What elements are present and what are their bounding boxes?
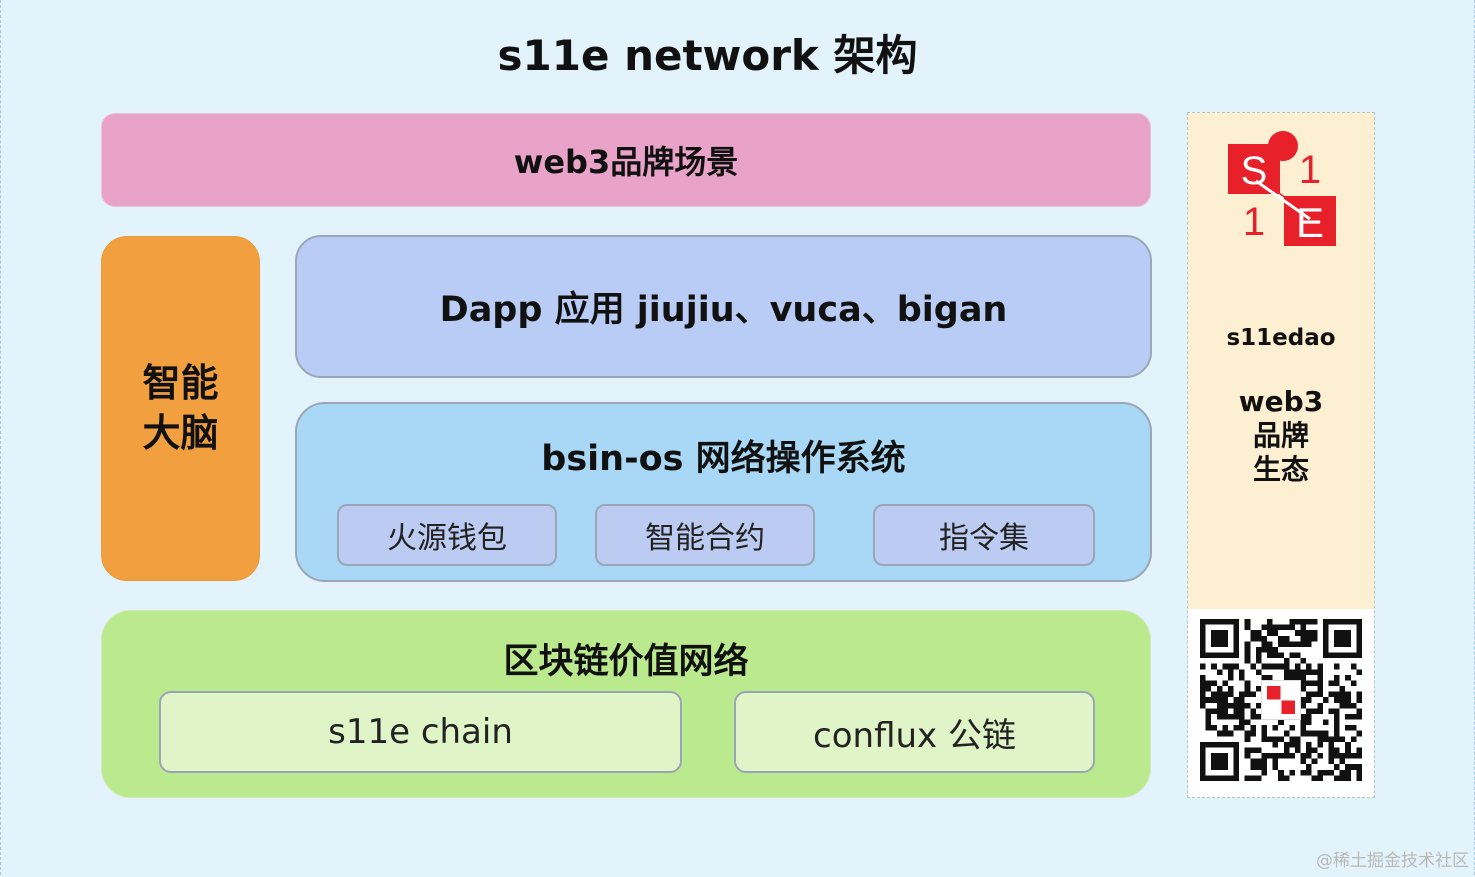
qr-code-icon (1200, 619, 1362, 781)
sidebar-panel: S 1 1 E s11edao web3 品牌 生态 (1187, 112, 1375, 798)
qr-code-container (1188, 609, 1374, 797)
ai-brain-block: 智能 大脑 (101, 236, 260, 581)
os-item-smart-contract: 智能合约 (595, 504, 815, 566)
ai-brain-line-2: 大脑 (142, 410, 219, 455)
ai-brain-line-1: 智能 (142, 361, 219, 406)
chain-network-layer: 区块链价值网络 s11e chain conflux 公链 (101, 610, 1151, 798)
brand-scene-layer: web3品牌场景 (101, 113, 1151, 207)
sidebar-tagline-2: 品牌 (1252, 419, 1309, 452)
dapp-layer: Dapp 应用 jiujiu、vuca、bigan (295, 235, 1152, 378)
os-item-instruction-set: 指令集 (873, 504, 1095, 566)
os-title: bsin-os 网络操作系统 (541, 439, 906, 479)
logo-letter-s: S (1241, 149, 1268, 193)
os-layer: bsin-os 网络操作系统 火源钱包 智能合约 指令集 (295, 402, 1152, 582)
sidebar-tagline: web3 品牌 生态 (1188, 385, 1374, 487)
logo-digit-1b: 1 (1243, 200, 1265, 244)
s11e-logo-icon: S 1 1 E (1228, 131, 1336, 246)
chain-item-conflux: conflux 公链 (734, 691, 1095, 773)
logo-digit-1a: 1 (1299, 148, 1321, 192)
diagram-title: s11e network 架构 (497, 31, 918, 80)
os-item-wallet: 火源钱包 (337, 504, 557, 566)
logo-letter-e: E (1296, 199, 1324, 246)
sidebar-tagline-3: 生态 (1252, 453, 1309, 486)
watermark: @稀土掘金技术社区 (1316, 851, 1469, 871)
sidebar-tagline-1: web3 (1238, 385, 1324, 418)
chain-item-s11e: s11e chain (159, 691, 682, 773)
chain-network-title: 区块链价值网络 (503, 642, 749, 682)
sidebar-org-name: s11edao (1226, 325, 1336, 351)
